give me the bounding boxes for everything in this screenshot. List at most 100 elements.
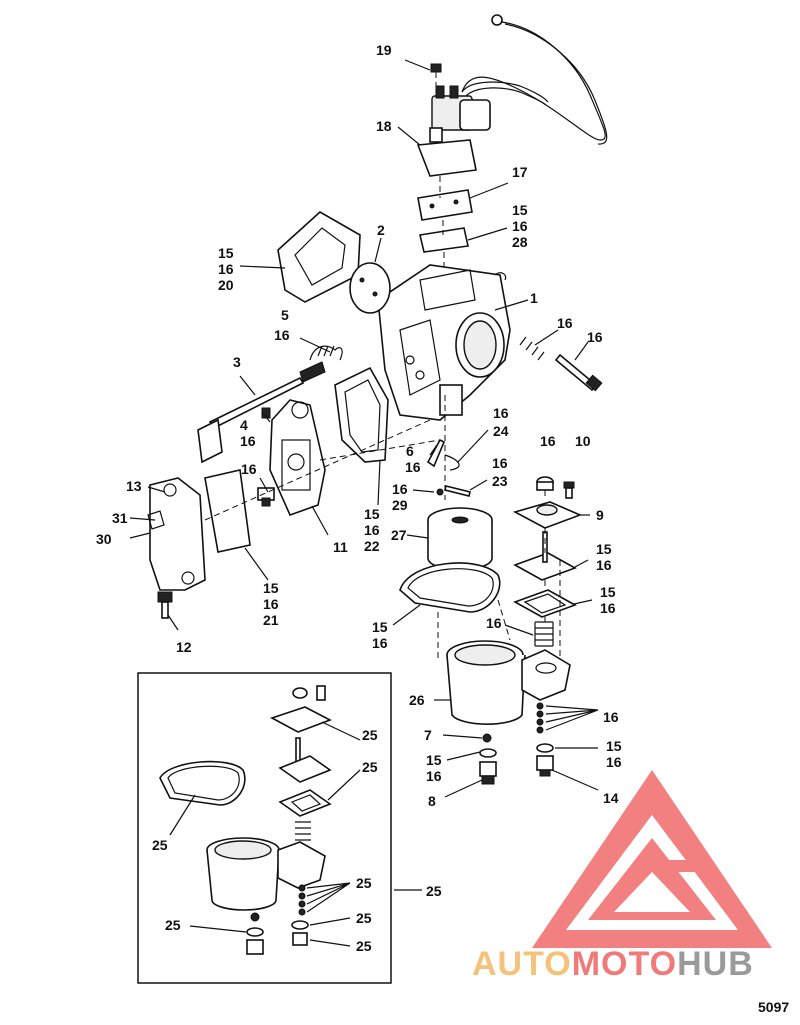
bowl-small-parts bbox=[536, 702, 544, 734]
label-15-16-diaA-b: 16 bbox=[596, 557, 612, 573]
label-5: 5 bbox=[281, 307, 289, 323]
plug-14 bbox=[536, 743, 554, 777]
label-12: 12 bbox=[176, 639, 192, 655]
label-15-28-b: 16 bbox=[512, 218, 528, 234]
cover-11 bbox=[269, 399, 326, 517]
gasket-21 bbox=[204, 469, 251, 553]
label-19: 19 bbox=[376, 42, 392, 58]
label-16-right-a: 16 bbox=[557, 315, 573, 331]
float-bowl-26 bbox=[446, 640, 571, 725]
label-15-22-c: 22 bbox=[364, 538, 380, 554]
label-16-right-b: 16 bbox=[587, 329, 603, 345]
label-11: 11 bbox=[333, 539, 348, 555]
label-15-20-a: 15 bbox=[218, 245, 234, 261]
solenoid-assembly bbox=[416, 14, 608, 177]
watermark-text: AUTOMOTOHUB bbox=[472, 945, 754, 983]
label-17: 17 bbox=[512, 164, 528, 180]
label-1: 1 bbox=[530, 290, 538, 306]
label-2: 2 bbox=[377, 222, 385, 238]
label-9: 9 bbox=[596, 507, 604, 523]
plate-17 bbox=[417, 189, 473, 221]
label-6-16: 16 bbox=[405, 459, 421, 475]
label-16-29-b: 29 bbox=[392, 497, 408, 513]
label-31: 31 bbox=[112, 510, 128, 526]
label-15-16-right-b: 16 bbox=[606, 754, 622, 770]
label-15-16-left-b: 16 bbox=[426, 768, 442, 784]
cap-16 bbox=[536, 476, 554, 491]
label-13: 13 bbox=[126, 478, 142, 494]
label-15-16-diaB-a: 15 bbox=[600, 584, 616, 600]
label-15-gasket-a: 15 bbox=[372, 619, 388, 635]
inset-kit-box bbox=[137, 672, 392, 984]
screw-12 bbox=[157, 591, 173, 619]
leader-lines bbox=[129, 59, 599, 947]
label-15-16-diaA-a: 15 bbox=[596, 541, 612, 557]
cover-9 bbox=[512, 501, 583, 529]
label-26: 26 bbox=[409, 692, 425, 708]
label-15-20-c: 20 bbox=[218, 277, 234, 293]
label-14: 14 bbox=[603, 790, 619, 806]
label-8: 8 bbox=[428, 793, 436, 809]
cover-13 bbox=[147, 477, 206, 591]
spring-16 bbox=[534, 621, 554, 647]
label-6: 6 bbox=[406, 443, 414, 459]
float-27 bbox=[427, 507, 493, 571]
label-16-24-a: 16 bbox=[493, 405, 509, 421]
label-15-16-left-a: 15 bbox=[426, 752, 442, 768]
label-16-cap: 16 bbox=[540, 433, 556, 449]
label-15-21-c: 21 bbox=[263, 612, 279, 628]
screw-4 bbox=[261, 407, 271, 419]
watermark-logo bbox=[532, 770, 772, 948]
label-16-spring: 16 bbox=[486, 615, 502, 631]
plate-2 bbox=[349, 262, 391, 314]
label-27: 27 bbox=[391, 527, 407, 543]
watermark-part-3: HUB bbox=[677, 945, 754, 983]
gasket-20 bbox=[277, 211, 361, 303]
inset-parts bbox=[159, 685, 332, 955]
label-25-e: 25 bbox=[356, 910, 372, 926]
label-15-22-a: 15 bbox=[364, 506, 380, 522]
label-15-21-a: 15 bbox=[263, 580, 279, 596]
label-25-d: 25 bbox=[356, 875, 372, 891]
label-25-f: 25 bbox=[165, 917, 181, 933]
label-25-b: 25 bbox=[362, 759, 378, 775]
watermark-part-1: AUTO bbox=[472, 945, 572, 983]
label-15-gasket-b: 16 bbox=[372, 635, 388, 651]
label-3: 3 bbox=[233, 354, 241, 370]
label-15-22-b: 16 bbox=[364, 522, 380, 538]
carburetor-body bbox=[377, 264, 511, 421]
figure-number: 5097 bbox=[758, 999, 789, 1015]
label-25-g: 25 bbox=[356, 938, 372, 954]
label-15-28-c: 28 bbox=[512, 234, 528, 250]
label-4: 4 bbox=[240, 417, 248, 433]
label-25-a: 25 bbox=[362, 727, 378, 743]
label-7: 7 bbox=[424, 727, 432, 743]
label-30: 30 bbox=[96, 531, 112, 547]
drain-7-8 bbox=[479, 733, 497, 785]
label-16-bowl: 16 bbox=[603, 709, 619, 725]
label-16-plunger: 16 bbox=[241, 461, 257, 477]
throttle-shaft bbox=[197, 345, 343, 464]
label-4-16: 16 bbox=[240, 433, 256, 449]
label-10: 10 bbox=[575, 433, 591, 449]
label-18: 18 bbox=[376, 118, 392, 134]
svg-text:AUTOMOTOHUB: AUTOMOTOHUB bbox=[472, 945, 754, 983]
label-15-16-diaB-b: 16 bbox=[600, 600, 616, 616]
gasket-28 bbox=[419, 227, 469, 253]
label-25-c: 25 bbox=[152, 837, 168, 853]
label-15-16-right-a: 15 bbox=[606, 738, 622, 754]
label-15-21-b: 16 bbox=[263, 596, 279, 612]
bowl-gasket bbox=[399, 562, 501, 613]
label-15-20-b: 16 bbox=[218, 261, 234, 277]
label-16-24-b: 24 bbox=[493, 423, 509, 439]
label-5-16: 16 bbox=[274, 327, 290, 343]
watermark-part-2: MOTO bbox=[572, 945, 677, 983]
label-16-23-b: 23 bbox=[492, 473, 508, 489]
idle-screw bbox=[519, 336, 603, 392]
label-25-box: 25 bbox=[426, 883, 442, 899]
label-16-29-a: 16 bbox=[392, 481, 408, 497]
gasket-B bbox=[513, 589, 577, 618]
screw-10 bbox=[563, 481, 575, 499]
label-15-28-a: 15 bbox=[512, 202, 528, 218]
